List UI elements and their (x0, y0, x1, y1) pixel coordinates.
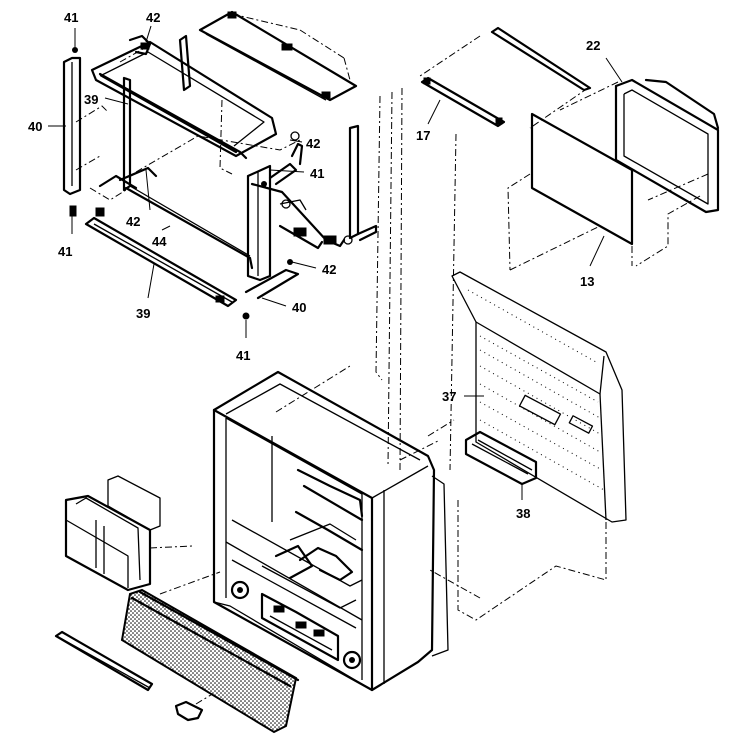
callout-17: 17 (416, 128, 430, 143)
leader-lines (48, 125, 317, 338)
right-speaker-icon (342, 650, 362, 670)
front-lower-parts (54, 475, 300, 734)
callout-42-mid-right: 42 (306, 136, 320, 151)
callout-41-mid-right: 41 (310, 166, 324, 181)
part-17-rail (420, 76, 506, 128)
frame-assembly (62, 10, 378, 320)
callout-39-top: 39 (84, 92, 98, 107)
part-top-frame-rail (90, 40, 278, 158)
part-lower-brackets (69, 181, 300, 320)
part-22-screen-frame (605, 57, 720, 214)
callout-42-lower-right: 42 (322, 262, 336, 277)
callout-41-bottom: 41 (236, 348, 250, 363)
cabinet-internal-chassis (261, 468, 364, 609)
cabinet-control-panel (260, 592, 340, 662)
part-40-left-frame (62, 28, 82, 196)
part-right-bracket-arm (250, 182, 346, 250)
left-speaker-icon (230, 580, 250, 600)
part-13-glass-panel (507, 81, 709, 271)
callout-42-lower-left: 42 (126, 214, 140, 229)
callout-41-top: 41 (64, 10, 78, 25)
part-42-top-bracket (128, 25, 152, 56)
part-front-grille (120, 588, 300, 734)
callout-44: 44 (152, 234, 167, 249)
part-left-side-support (122, 76, 251, 257)
callout-13: 13 (580, 274, 594, 289)
callout-40-left: 40 (28, 119, 42, 134)
callout-38: 38 (516, 506, 530, 521)
part-37-back-board (451, 271, 627, 523)
part-40-right-frame (246, 131, 304, 282)
callout-22: 22 (586, 38, 600, 53)
screw-42-mid-icon (290, 131, 300, 141)
callout-40-bottom: 40 (292, 300, 306, 315)
callout-39-bottom: 39 (136, 306, 150, 321)
part-38-terminal-box (464, 430, 538, 500)
part-bottom-trim-strip (54, 630, 154, 692)
part-small-foot (174, 700, 204, 722)
part-17-top-rail (419, 26, 592, 129)
callout-37: 37 (442, 389, 456, 404)
part-back-right-post (343, 124, 378, 245)
screen-assembly (419, 26, 720, 271)
part-speaker-box-large (64, 475, 161, 592)
callout-42-top: 42 (146, 10, 160, 25)
back-panel-assembly (399, 271, 627, 523)
part-44-inner-frame (98, 135, 301, 270)
screw-41-top-icon (72, 47, 78, 53)
part-39-bottom-rail (84, 207, 238, 308)
callout-41-lower-left: 41 (58, 244, 72, 259)
screw-41-bottom-icon (242, 312, 250, 320)
callout-labels: 41 42 40 39 42 41 42 44 41 42 39 40 41 1… (28, 10, 600, 521)
part-top-back-rail (198, 10, 358, 102)
tv-cabinet (212, 87, 607, 692)
